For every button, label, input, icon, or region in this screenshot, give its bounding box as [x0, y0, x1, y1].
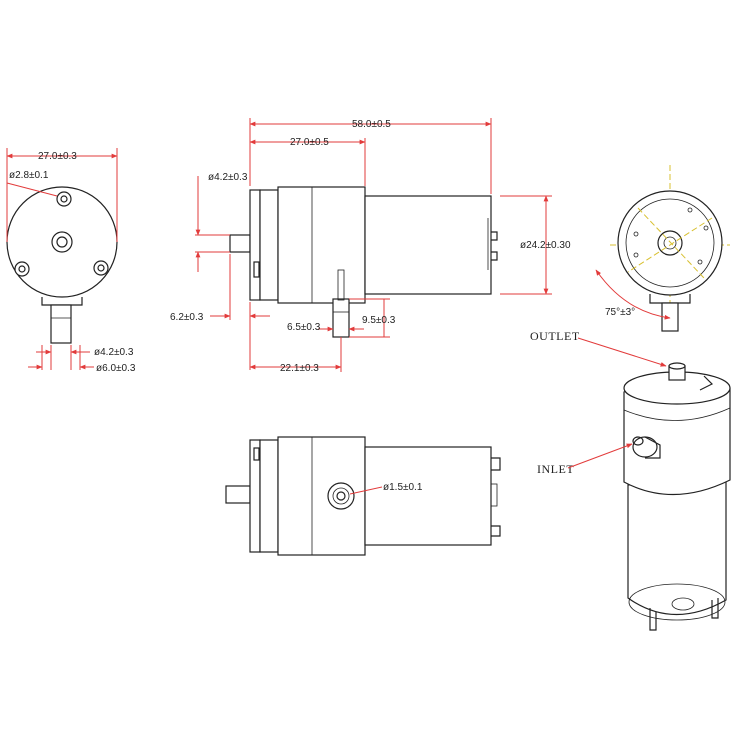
- bottom-inlet-port-outer: [327, 482, 355, 510]
- front-outlet-nozzle: [50, 304, 72, 344]
- inlet-height-dim: 9.5±0.3: [362, 315, 396, 326]
- iso-motor-body: [627, 477, 727, 616]
- bottom-inlet-port-mid: [332, 487, 350, 505]
- side-view: 58.0±0.5 27.0±0.5 ø4.2±0.3 ø24.2±0.30 6.…: [170, 118, 571, 374]
- iso-bottom-ellipse: [628, 583, 726, 621]
- isometric-view: [623, 362, 731, 631]
- side-pump-body: [277, 186, 366, 304]
- bottom-terminal-top: [491, 457, 501, 471]
- front-hole-dia-dim: ø2.8±0.1: [9, 170, 49, 181]
- front-flange: [41, 297, 83, 306]
- front-screw-right: [93, 260, 109, 276]
- iso-inlet-port: [632, 436, 658, 458]
- nozzle-dia-dim: ø4.2±0.3: [208, 172, 248, 183]
- front-screw-top-hole: [60, 195, 68, 203]
- bottom-head-block: [259, 439, 279, 553]
- side-terminal-bottom: [491, 251, 498, 261]
- motor-dia-dim: ø24.2±0.30: [520, 240, 571, 251]
- inlet-offset-dim: 22.1±0.3: [280, 363, 319, 374]
- bottom-inlet-port-inner: [336, 491, 346, 501]
- inlet-port-dia-dim: ø1.5±0.1: [383, 482, 423, 493]
- outlet-label: OUTLET: [530, 329, 580, 343]
- side-head-plate: [249, 189, 261, 301]
- side-head-block: [259, 189, 279, 301]
- bottom-terminal-bottom: [491, 525, 501, 537]
- front-screw-top: [56, 191, 72, 207]
- side-clip: [253, 261, 260, 278]
- front-width-dim: 27.0±0.3: [38, 151, 77, 162]
- bottom-motor: [364, 446, 492, 546]
- inlet-width-dim: 6.5±0.3: [287, 322, 321, 333]
- front-center-hub-inner: [56, 236, 68, 248]
- end-center-hole-inner: [663, 236, 677, 250]
- end-view: 75°±3°: [595, 165, 730, 332]
- pump-length-dim: 27.0±0.5: [290, 137, 329, 148]
- callout-labels: OUTLET INLET: [530, 329, 667, 476]
- bottom-side-view: ø1.5±0.1: [225, 436, 501, 556]
- front-screw-left-hole: [18, 265, 26, 273]
- total-length-dim: 58.0±0.5: [352, 119, 391, 130]
- angle-dim: 75°±3°: [605, 307, 635, 318]
- side-nozzle: [229, 234, 251, 253]
- side-terminal-top: [491, 231, 498, 241]
- side-inlet-nozzle: [332, 298, 350, 338]
- side-motor: [364, 195, 492, 295]
- front-screw-right-hole: [97, 264, 105, 272]
- front-outlet-outer-dim: ø6.0±0.3: [96, 363, 136, 374]
- nozzle-length-dim: 6.2±0.3: [170, 312, 204, 323]
- inlet-label: INLET: [537, 462, 574, 476]
- bottom-nozzle: [225, 485, 251, 504]
- front-view: 27.0±0.3 ø2.8±0.1 ø4.2±0.3 ø6.0±0.3: [6, 148, 136, 374]
- front-screw-left: [14, 261, 30, 277]
- front-outlet-dia-dim: ø4.2±0.3: [94, 347, 134, 358]
